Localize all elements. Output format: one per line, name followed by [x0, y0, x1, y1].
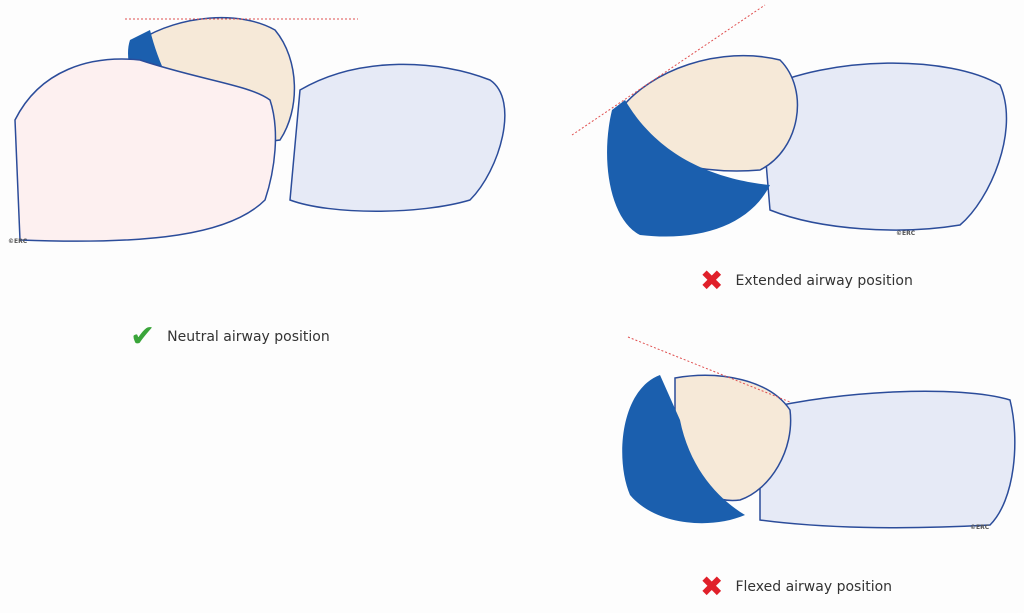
extended-position-illustration [571, 4, 1008, 237]
watermark: ©ERC [8, 238, 28, 245]
watermark: ©ERC [970, 524, 990, 531]
check-icon: ✔ [130, 319, 156, 354]
flexed-label: ✖ Flexed airway position [700, 570, 893, 603]
watermark: ©ERC [896, 230, 916, 237]
cross-icon: ✖ [700, 264, 724, 297]
extended-label: ✖ Extended airway position [700, 264, 913, 297]
neutral-position-illustration [14, 16, 506, 242]
cross-icon: ✖ [700, 570, 724, 603]
neutral-label: ✔ Neutral airway position [130, 319, 330, 354]
flexed-position-illustration [622, 336, 1016, 529]
